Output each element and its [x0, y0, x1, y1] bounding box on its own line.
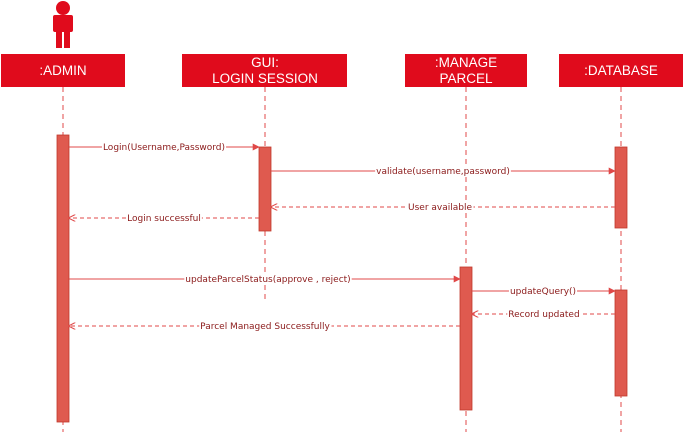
- participant-manage-parcel: :MANAGE PARCEL: [405, 54, 527, 87]
- message-update-query: updateQuery(): [472, 287, 616, 297]
- message-validate-label: validate(username,password): [376, 167, 510, 177]
- participant-admin-label: :ADMIN: [39, 63, 86, 78]
- label-backdrop: [507, 310, 581, 320]
- participant-manage-label-line2: PARCEL: [439, 71, 493, 86]
- message-update-parcel-status: updateParcelStatus(approve , reject): [69, 275, 461, 285]
- label-backdrop: [508, 287, 578, 297]
- person-icon: [53, 1, 73, 48]
- message-update-parcel-status-label: updateParcelStatus(approve , reject): [185, 275, 350, 285]
- gui-activation: [258, 146, 272, 232]
- message-record-updated: Record updated: [472, 310, 615, 320]
- manage-activation: [459, 266, 473, 411]
- label-backdrop: [375, 167, 511, 177]
- participant-manage-box: [405, 54, 527, 87]
- participant-manage-label-line1: :MANAGE: [435, 55, 497, 70]
- participant-admin: :ADMIN: [1, 54, 125, 87]
- message-record-updated-label: Record updated: [508, 310, 579, 320]
- participant-gui-box: [182, 54, 347, 87]
- label-backdrop: [101, 143, 227, 153]
- message-user-available: User available: [271, 203, 615, 213]
- database-activation-1: [614, 146, 628, 229]
- participant-gui: GUI: LOGIN SESSION: [182, 54, 347, 87]
- message-login-successful: Login successful: [69, 214, 259, 224]
- label-backdrop: [184, 275, 352, 285]
- message-login: Login(Username,Password): [69, 143, 260, 153]
- message-parcel-managed: Parcel Managed Successfully: [69, 322, 460, 332]
- participant-admin-box: [1, 54, 125, 87]
- participant-gui-label-line2: LOGIN SESSION: [212, 71, 318, 86]
- admin-activation: [56, 134, 70, 423]
- message-validate: validate(username,password): [271, 167, 616, 177]
- participant-database: :DATABASE: [559, 54, 683, 87]
- participant-database-label: :DATABASE: [584, 63, 658, 78]
- database-activation-2: [614, 289, 628, 397]
- message-login-label: Login(Username,Password): [103, 143, 225, 153]
- message-user-available-label: User available: [408, 203, 472, 213]
- label-backdrop: [126, 214, 202, 224]
- message-parcel-managed-label: Parcel Managed Successfully: [200, 322, 330, 332]
- message-update-query-label: updateQuery(): [510, 287, 576, 297]
- label-backdrop: [407, 203, 474, 213]
- participant-database-box: [559, 54, 683, 87]
- label-backdrop: [199, 322, 332, 332]
- message-login-successful-label: Login successful: [127, 214, 201, 224]
- participant-gui-label-line1: GUI:: [251, 55, 279, 70]
